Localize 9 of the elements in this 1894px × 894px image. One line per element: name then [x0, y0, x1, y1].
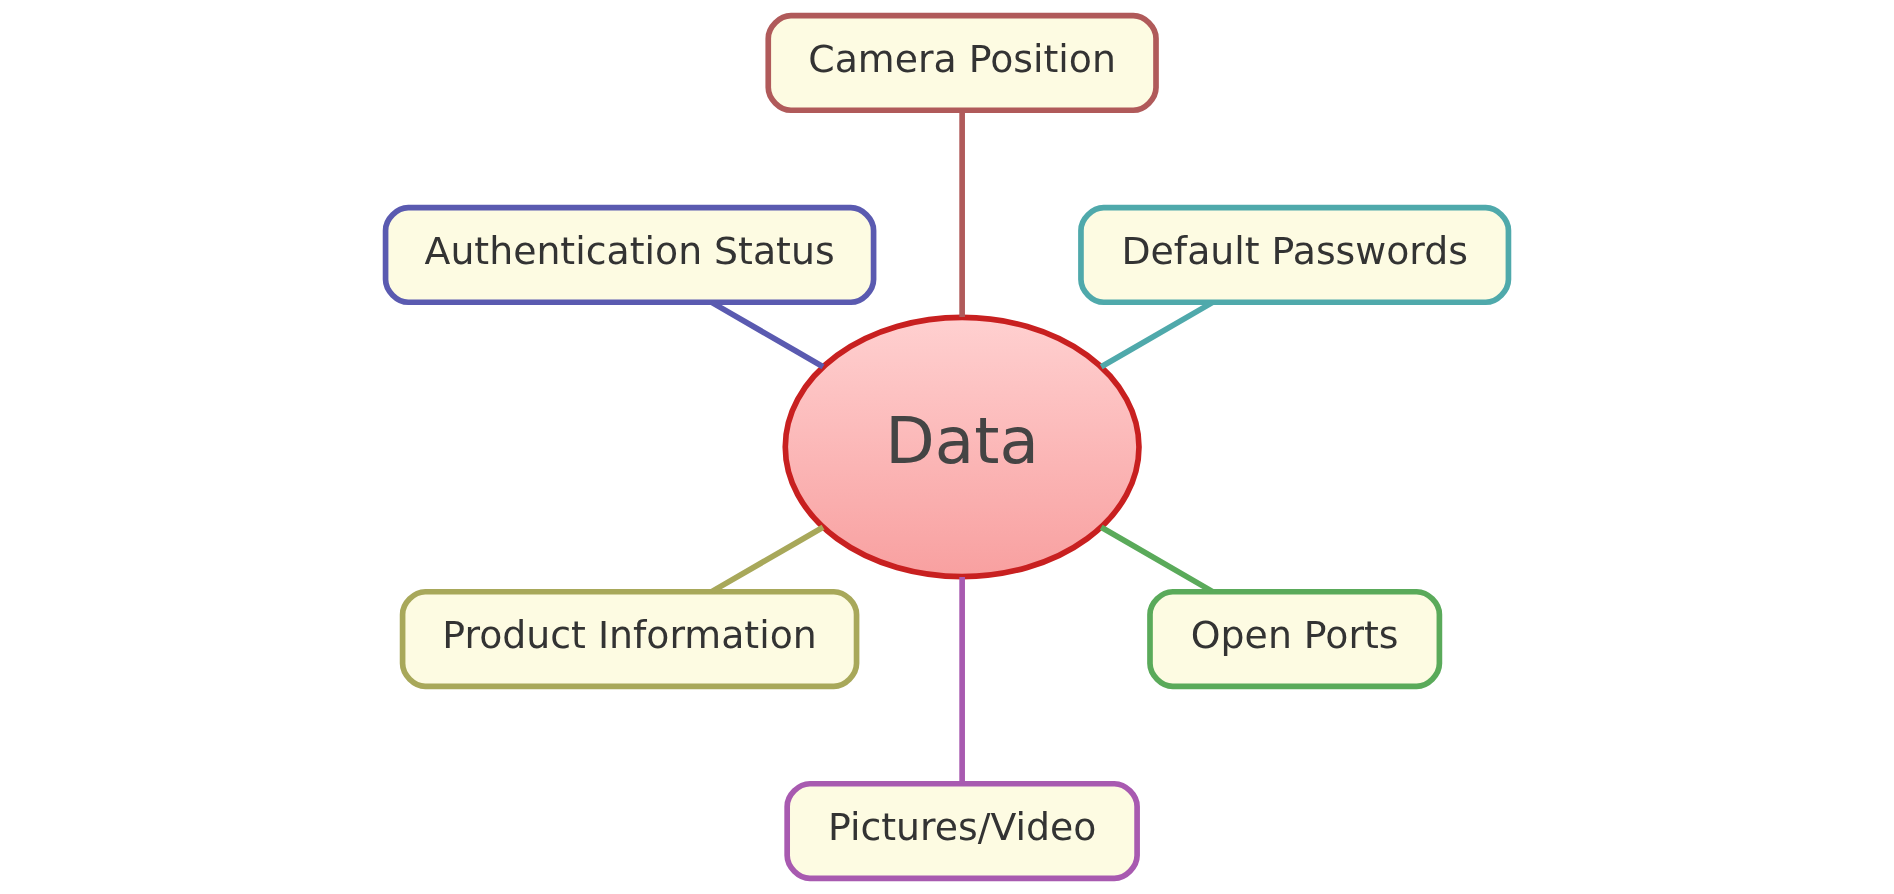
node-box: Authentication Status	[382, 204, 877, 306]
connector	[959, 577, 965, 784]
node-box: Camera Position	[765, 12, 1159, 114]
node-box: Default Passwords	[1078, 204, 1512, 306]
connector	[959, 110, 965, 317]
node-box: Product Information	[399, 588, 860, 690]
node-ellipse: Data	[782, 314, 1142, 580]
node-box: Open Ports	[1147, 588, 1443, 690]
node-box: Pictures/Video	[784, 780, 1140, 882]
